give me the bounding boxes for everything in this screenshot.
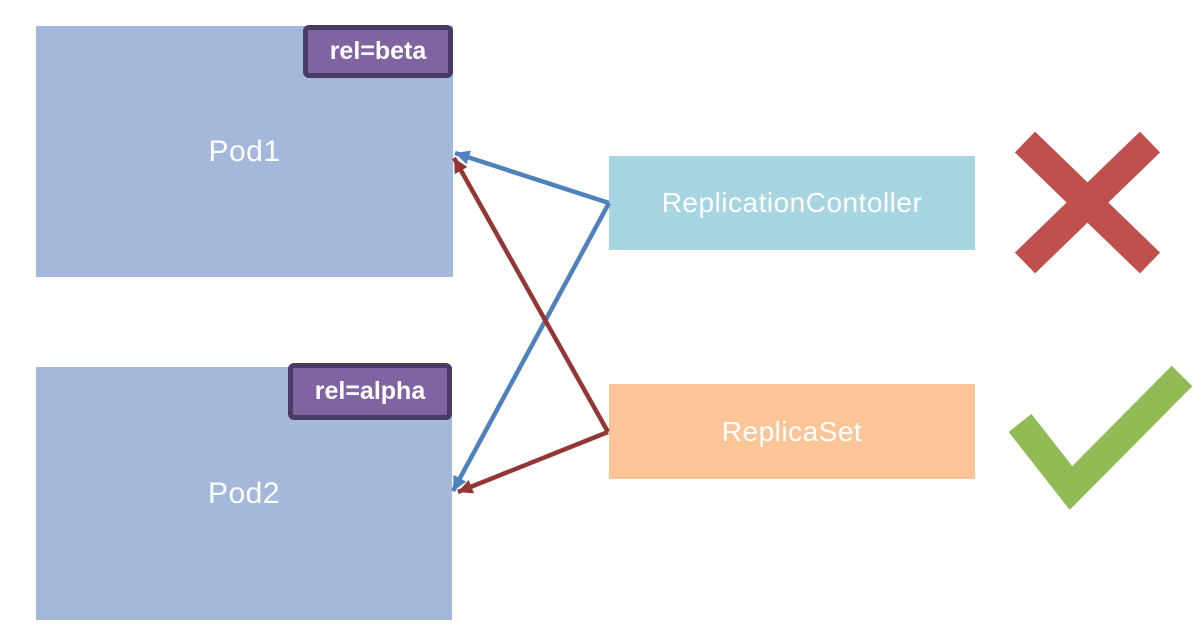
arrow-rc-to-pod1 xyxy=(454,150,610,206)
replication-controller-box: ReplicationContoller xyxy=(609,156,975,250)
replication-controller-label: ReplicationContoller xyxy=(661,187,923,218)
pod1-selector-badge: rel=beta xyxy=(303,25,453,78)
x-mark-icon xyxy=(1014,131,1161,274)
arrow-rs-to-pod2 xyxy=(457,429,609,495)
pod1-label: Pod1 xyxy=(208,134,281,168)
pod2-selector-badge-label: rel=alpha xyxy=(314,377,426,405)
arrow-rc-to-pod2 xyxy=(451,201,611,493)
arrow-rs-to-pod1 xyxy=(452,156,610,434)
pod2-label: Pod2 xyxy=(207,476,281,510)
pod2-selector-badge: rel=alpha xyxy=(288,363,452,420)
replica-set-box: ReplicaSet xyxy=(609,384,975,479)
replica-set-label: ReplicaSet xyxy=(721,415,863,447)
check-mark-icon xyxy=(1008,365,1193,510)
pod1-selector-badge-label: rel=beta xyxy=(329,37,427,65)
